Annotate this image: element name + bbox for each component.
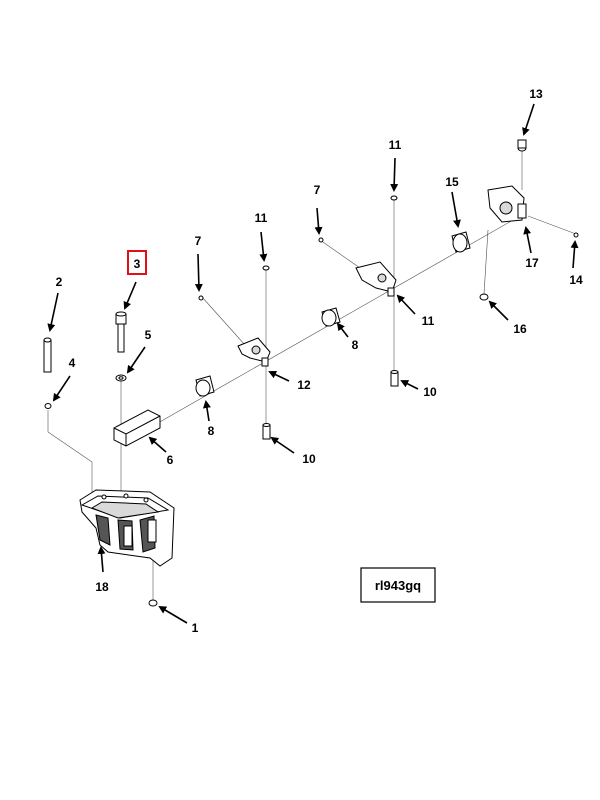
callout-7-left[interactable]: 7 (195, 234, 202, 248)
part-screws-10 (262, 370, 399, 440)
callout-17[interactable]: 17 (525, 256, 539, 270)
callout-11-right[interactable]: 11 (422, 314, 435, 328)
callout-8-right[interactable]: 8 (352, 338, 359, 352)
part-nut-16 (479, 293, 489, 301)
callout-18[interactable]: 18 (95, 580, 109, 594)
part-spacer-8-left (195, 375, 215, 397)
callout-10-right[interactable]: 10 (423, 385, 437, 399)
callout-15[interactable]: 15 (445, 175, 459, 189)
part-bolt-2 (43, 337, 52, 409)
part-spacer-8-right (321, 307, 341, 327)
callout-5[interactable]: 5 (145, 328, 152, 342)
callout-13[interactable]: 13 (529, 87, 543, 101)
callout-4[interactable]: 4 (69, 356, 76, 370)
callout-3[interactable]: 3 (134, 257, 141, 271)
reference-code-box: rl943gq (360, 567, 436, 603)
callout-12[interactable]: 12 (297, 378, 311, 392)
part-oil-pan (79, 489, 175, 567)
part-bracket-6 (113, 409, 161, 447)
callout-1[interactable]: 1 (192, 621, 199, 635)
callout-11-left[interactable]: 11 (255, 211, 268, 225)
callout-2[interactable]: 2 (56, 275, 63, 289)
part-pins-small (198, 195, 579, 301)
callout-8-left[interactable]: 8 (208, 424, 215, 438)
callout-7-right[interactable]: 7 (314, 183, 321, 197)
part-rocker-arm-11 (355, 261, 397, 297)
reference-code: rl943gq (375, 578, 421, 593)
callout-3-highlight-box (127, 250, 147, 275)
part-bearing-15 (451, 231, 471, 253)
part-drain-plug (148, 599, 158, 607)
part-rocker-arm-12 (237, 337, 271, 367)
callout-14[interactable]: 14 (569, 273, 583, 287)
callout-10-left[interactable]: 10 (302, 452, 316, 466)
callout-16[interactable]: 16 (513, 322, 527, 336)
part-end-support-17 (487, 139, 527, 223)
callout-labels: 1 2 3 4 5 6 7 7 8 8 10 10 11 11 11 12 13… (56, 87, 583, 635)
part-bolt-3 (115, 311, 127, 382)
leader-arrows (47, 103, 579, 624)
callout-6[interactable]: 6 (167, 453, 174, 467)
callout-11-top[interactable]: 11 (389, 138, 402, 152)
